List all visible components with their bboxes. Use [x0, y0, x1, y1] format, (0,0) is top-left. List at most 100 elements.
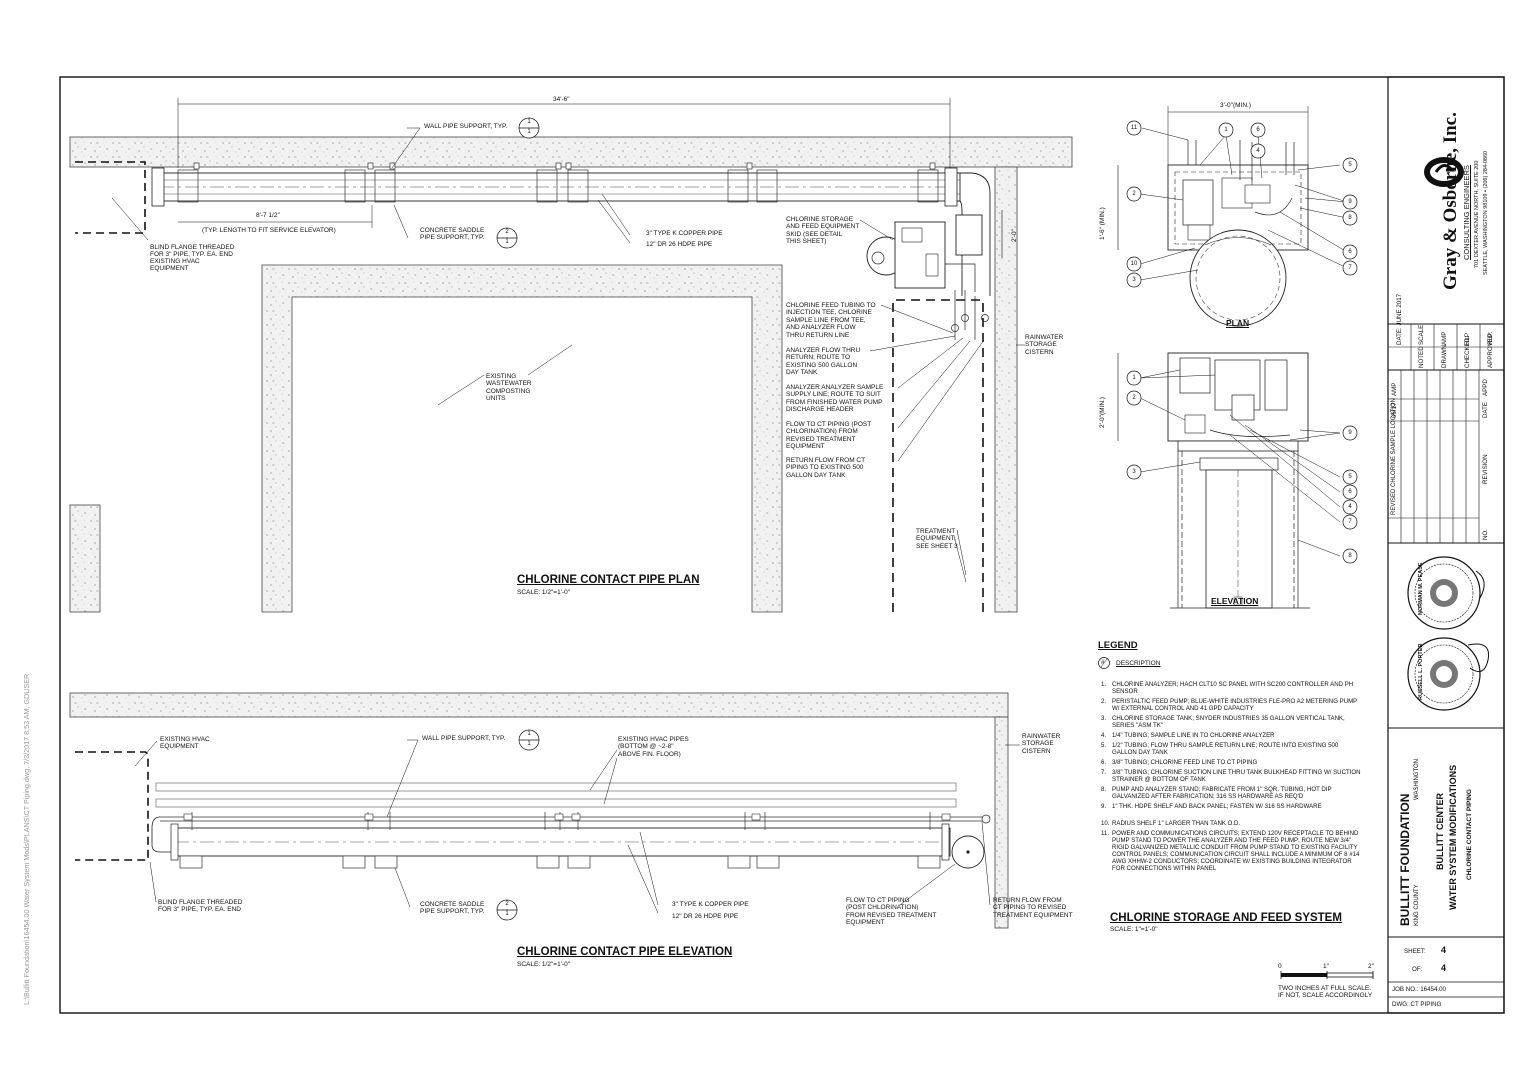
callout-e6: 6	[1348, 489, 1352, 495]
legend-item-number: 9.	[1101, 803, 1107, 810]
callout-e5: 5	[1348, 474, 1352, 480]
callout-7: 7	[1348, 265, 1352, 271]
scale-bar-0: 0	[1278, 963, 1282, 970]
legend-item-number: 6.	[1101, 759, 1107, 766]
plan-scale: SCALE: 1/2"=1'-0"	[517, 589, 571, 596]
plan-composting-label: EXISTING WASTEWATER COMPOSTING UNITS	[486, 373, 532, 403]
legend-symbol: #	[1101, 660, 1105, 666]
callout-6b: 6	[1348, 249, 1352, 255]
callout-4: 4	[1256, 148, 1260, 154]
ref-wall-top: 1	[527, 119, 531, 125]
dim-service-elevator: 8'-7 1/2"	[256, 212, 280, 219]
legend-description-header: DESCRIPTION	[1116, 660, 1161, 667]
elev-flow-to-ct-label: FLOW TO CT PIPING (POST CHLORINATION) FR…	[846, 897, 937, 927]
job-number: JOB NO.: 16454.00	[1392, 986, 1446, 993]
tb-col-revision: REVISION	[1482, 454, 1489, 484]
legend-item-text: PERISTALTIC FEED PUMP; BLUE-WHITE INDUST…	[1112, 698, 1358, 712]
legend-item-text: 3/8" TUBING; CHLORINE FEED LINE TO CT PI…	[1112, 759, 1258, 766]
pipe-plan-drawing	[69, 98, 1073, 613]
dim-plan-depth: 1'-6" (MIN.)	[1099, 207, 1106, 240]
tb-scale-value: NOTED	[1418, 346, 1425, 368]
firm-address: 701 DEXTER AVENUE NORTH, SUITE 200	[1474, 160, 1480, 268]
detail-system-scale: SCALE: 1"=1'-0"	[1110, 926, 1158, 933]
elev-saddle-support-label: CONCRETE SADDLE PIPE SUPPORT, TYP.	[420, 901, 485, 916]
plan-return-flow-label: RETURN FLOW FROM CT PIPING TO EXISTING 5…	[786, 457, 866, 479]
legend-item-text: 1/4" TUBING; SAMPLE LINE IN TO CHLORINE …	[1112, 732, 1275, 739]
callout-1: 1	[1224, 127, 1228, 133]
tb-col-date: DATE	[1482, 401, 1489, 418]
plan-hdpe-pipe-label: 12" DR 26 HDPE PIPE	[646, 241, 713, 248]
tb-revision-appd: AMP	[1391, 382, 1398, 396]
legend-item-number: 10.	[1101, 820, 1110, 827]
tb-col-no: No.	[1482, 528, 1489, 540]
detail-system-title: CHLORINE STORAGE AND FEED SYSTEM	[1110, 912, 1342, 924]
tb-checked-value: RLP	[1464, 332, 1471, 345]
detail-elevation-drawing	[1117, 352, 1341, 609]
dim-service-note: (TYP. LENGTH TO FIT SERVICE ELEVATOR)	[202, 227, 336, 234]
plan-rainwater-label: RAINWATER STORAGE CISTERN	[1025, 334, 1064, 356]
legend-item-text: 1" THK. HDPE SHELF AND BACK PANEL; FASTE…	[1112, 803, 1322, 810]
of-number: 4	[1441, 963, 1447, 973]
elevation-scale: SCALE: 1/2"=1'-0"	[517, 961, 571, 968]
ref-wall-bottom: 1	[527, 129, 531, 135]
ref-elev-wall-top: 1	[527, 731, 531, 737]
plan-analyzer-supply-label: ANALYZER ANALYZER SAMPLE SUPPLY LINE; RO…	[786, 384, 884, 414]
callout-3: 3	[1132, 277, 1136, 283]
legend-item-text: RADIUS SHELF 1" LARGER THAN TANK O.D.	[1112, 820, 1241, 827]
title-block-frame	[1387, 76, 1505, 1014]
elev-wall-support-label: WALL PIPE SUPPORT, TYP.	[422, 735, 506, 742]
dim-overall: 34'-6"	[553, 96, 570, 103]
plan-skid-label: CHLORINE STORAGE AND FEED EQUIPMENT SKID…	[786, 216, 860, 246]
ref-elev-saddle-top: 2	[505, 901, 509, 907]
project-drawing: CHLORINE CONTACT PIPING	[1466, 789, 1473, 880]
engineer-seal-porter	[1407, 637, 1490, 711]
legend-item-text: CHLORINE STORAGE TANK; SNYDER INDUSTRIES…	[1112, 715, 1345, 729]
elev-hdpe-pipe-label: 12" DR 26 HDPE PIPE	[672, 913, 739, 920]
elev-existing-hvac-label: EXISTING HVAC EQUIPMENT	[160, 736, 210, 751]
elev-rainwater-label: RAINWATER STORAGE CISTERN	[1022, 733, 1061, 755]
plan-title: CHLORINE CONTACT PIPE PLAN	[517, 574, 700, 586]
callout-6: 6	[1256, 127, 1260, 133]
callout-e9: 9	[1348, 430, 1352, 436]
firm-logo	[1424, 157, 1464, 187]
plan-existing-hvac-label: EXISTING HVAC EQUIPMENT	[150, 258, 200, 273]
detail-plan-drawing	[1117, 106, 1348, 327]
callout-e2: 2	[1132, 395, 1136, 401]
plan-treatment-label: TREATMENT EQUIPMENT, SEE SHEET 3	[916, 528, 958, 550]
elevation-title: CHLORINE CONTACT PIPE ELEVATION	[517, 946, 733, 958]
elev-return-flow-label: RETURN FLOW FROM CT PIPING TO REVISED TR…	[993, 897, 1073, 919]
firm-name: Gray & Osborne, Inc.	[1440, 112, 1461, 290]
sheet-number: 4	[1441, 945, 1447, 955]
callout-8: 8	[1348, 215, 1352, 221]
plan-flow-to-ct-label: FLOW TO CT PIPING (POST CHLORINATION) FR…	[786, 421, 872, 451]
firm-city: SEATTLE, WASHINGTON 98109 • (206) 284-08…	[1483, 150, 1489, 275]
plan-wall-support-label: WALL PIPE SUPPORT, TYP.	[424, 123, 508, 130]
callout-e8: 8	[1348, 553, 1352, 559]
project-center: BULLITT CENTER	[1435, 793, 1445, 870]
dwg-name: DWG: CT PIPING	[1392, 1001, 1442, 1008]
tb-date: DATE: JUNE 2017	[1396, 293, 1403, 345]
legend-item-number: 11.	[1101, 830, 1110, 837]
of-label: OF:	[1412, 966, 1423, 973]
tb-col-appd: APPD	[1482, 379, 1489, 396]
scale-bar-1: 1"	[1323, 963, 1329, 970]
ref-elev-wall-bottom: 1	[527, 741, 531, 747]
ref-saddle-top: 2	[505, 229, 509, 235]
callout-9: 9	[1348, 199, 1352, 205]
legend-item-text: POWER AND COMMUNICATIONS CIRCUITS; EXTEN…	[1112, 830, 1360, 872]
elev-copper-pipe-label: 3" TYPE K COPPER PIPE	[672, 901, 749, 908]
ref-elev-saddle-bottom: 1	[505, 911, 509, 917]
callout-5: 5	[1348, 162, 1352, 168]
legend-item-number: 8.	[1101, 786, 1107, 793]
tb-revision-date: 06/17	[1391, 402, 1398, 418]
legend-item-number: 1.	[1101, 681, 1107, 688]
project-client: BULLITT FOUNDATION	[1398, 793, 1412, 926]
detail-plan-title: PLAN	[1226, 318, 1250, 328]
project-county: KING COUNTY	[1414, 884, 1420, 926]
seal-text-pease: NORMAN M. PEASE	[1418, 562, 1424, 615]
pipe-elevation-drawing	[69, 692, 1020, 929]
dim-plan-width: 3'-0"(MIN.)	[1220, 102, 1251, 109]
file-path: L:\Bullitt Foundation\16454.00 Water Sys…	[22, 673, 31, 1005]
plan-saddle-support-label: CONCRETE SADDLE PIPE SUPPORT, TYP.	[420, 227, 485, 242]
